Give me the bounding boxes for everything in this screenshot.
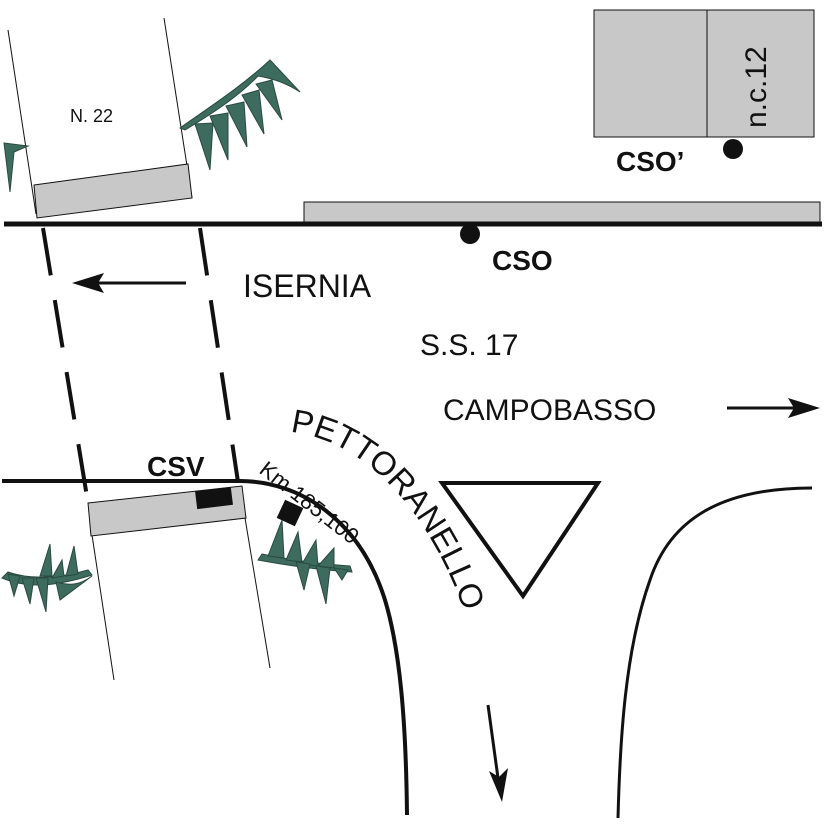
road-edge-junction-right	[616, 486, 813, 819]
building-n22-label: N. 22	[70, 106, 113, 126]
building-bottom-left-left-wall	[91, 534, 115, 681]
dashed-line-left	[41, 227, 90, 504]
yield-triangle	[438, 481, 602, 600]
vegetation-top-left	[3, 142, 30, 193]
dashed-line-right	[198, 227, 240, 483]
cso-label: CSO	[492, 245, 553, 276]
building-nc12-outline	[593, 9, 815, 138]
road-ss17-label: S.S. 17	[420, 329, 518, 362]
cso-prime-label: CSO’	[616, 146, 684, 177]
road-edge-bottom-curve	[2, 479, 409, 816]
direction-isernia-label: ISERNIA	[243, 268, 372, 304]
km-marker	[276, 499, 304, 527]
vegetation-top-right	[178, 59, 301, 171]
building-n22-left-wall	[7, 29, 37, 215]
vegetation-bottom-center	[257, 519, 353, 605]
direction-campobasso-label: CAMPOBASSO	[443, 394, 656, 427]
arrow-campobasso	[727, 398, 820, 418]
csv-label: CSV	[147, 451, 205, 482]
building-nc12-label: n.c.12	[740, 46, 773, 128]
building-n22-facade	[33, 163, 193, 219]
building-n22: N. 22	[7, 17, 193, 219]
building-nc12: n.c.12	[593, 9, 815, 138]
vegetation-bottom-left	[1, 543, 93, 613]
csv-marker	[195, 486, 233, 510]
building-bottom-left	[87, 485, 271, 681]
km-marker-label: Km 185,100	[255, 456, 364, 549]
arrow-isernia	[72, 273, 186, 293]
cso-prime-point	[723, 139, 743, 159]
arrow-pettoranello	[486, 704, 508, 802]
sidewalk-strip	[303, 201, 821, 223]
cso-point	[460, 224, 480, 244]
building-bottom-left-right-wall	[244, 517, 271, 669]
